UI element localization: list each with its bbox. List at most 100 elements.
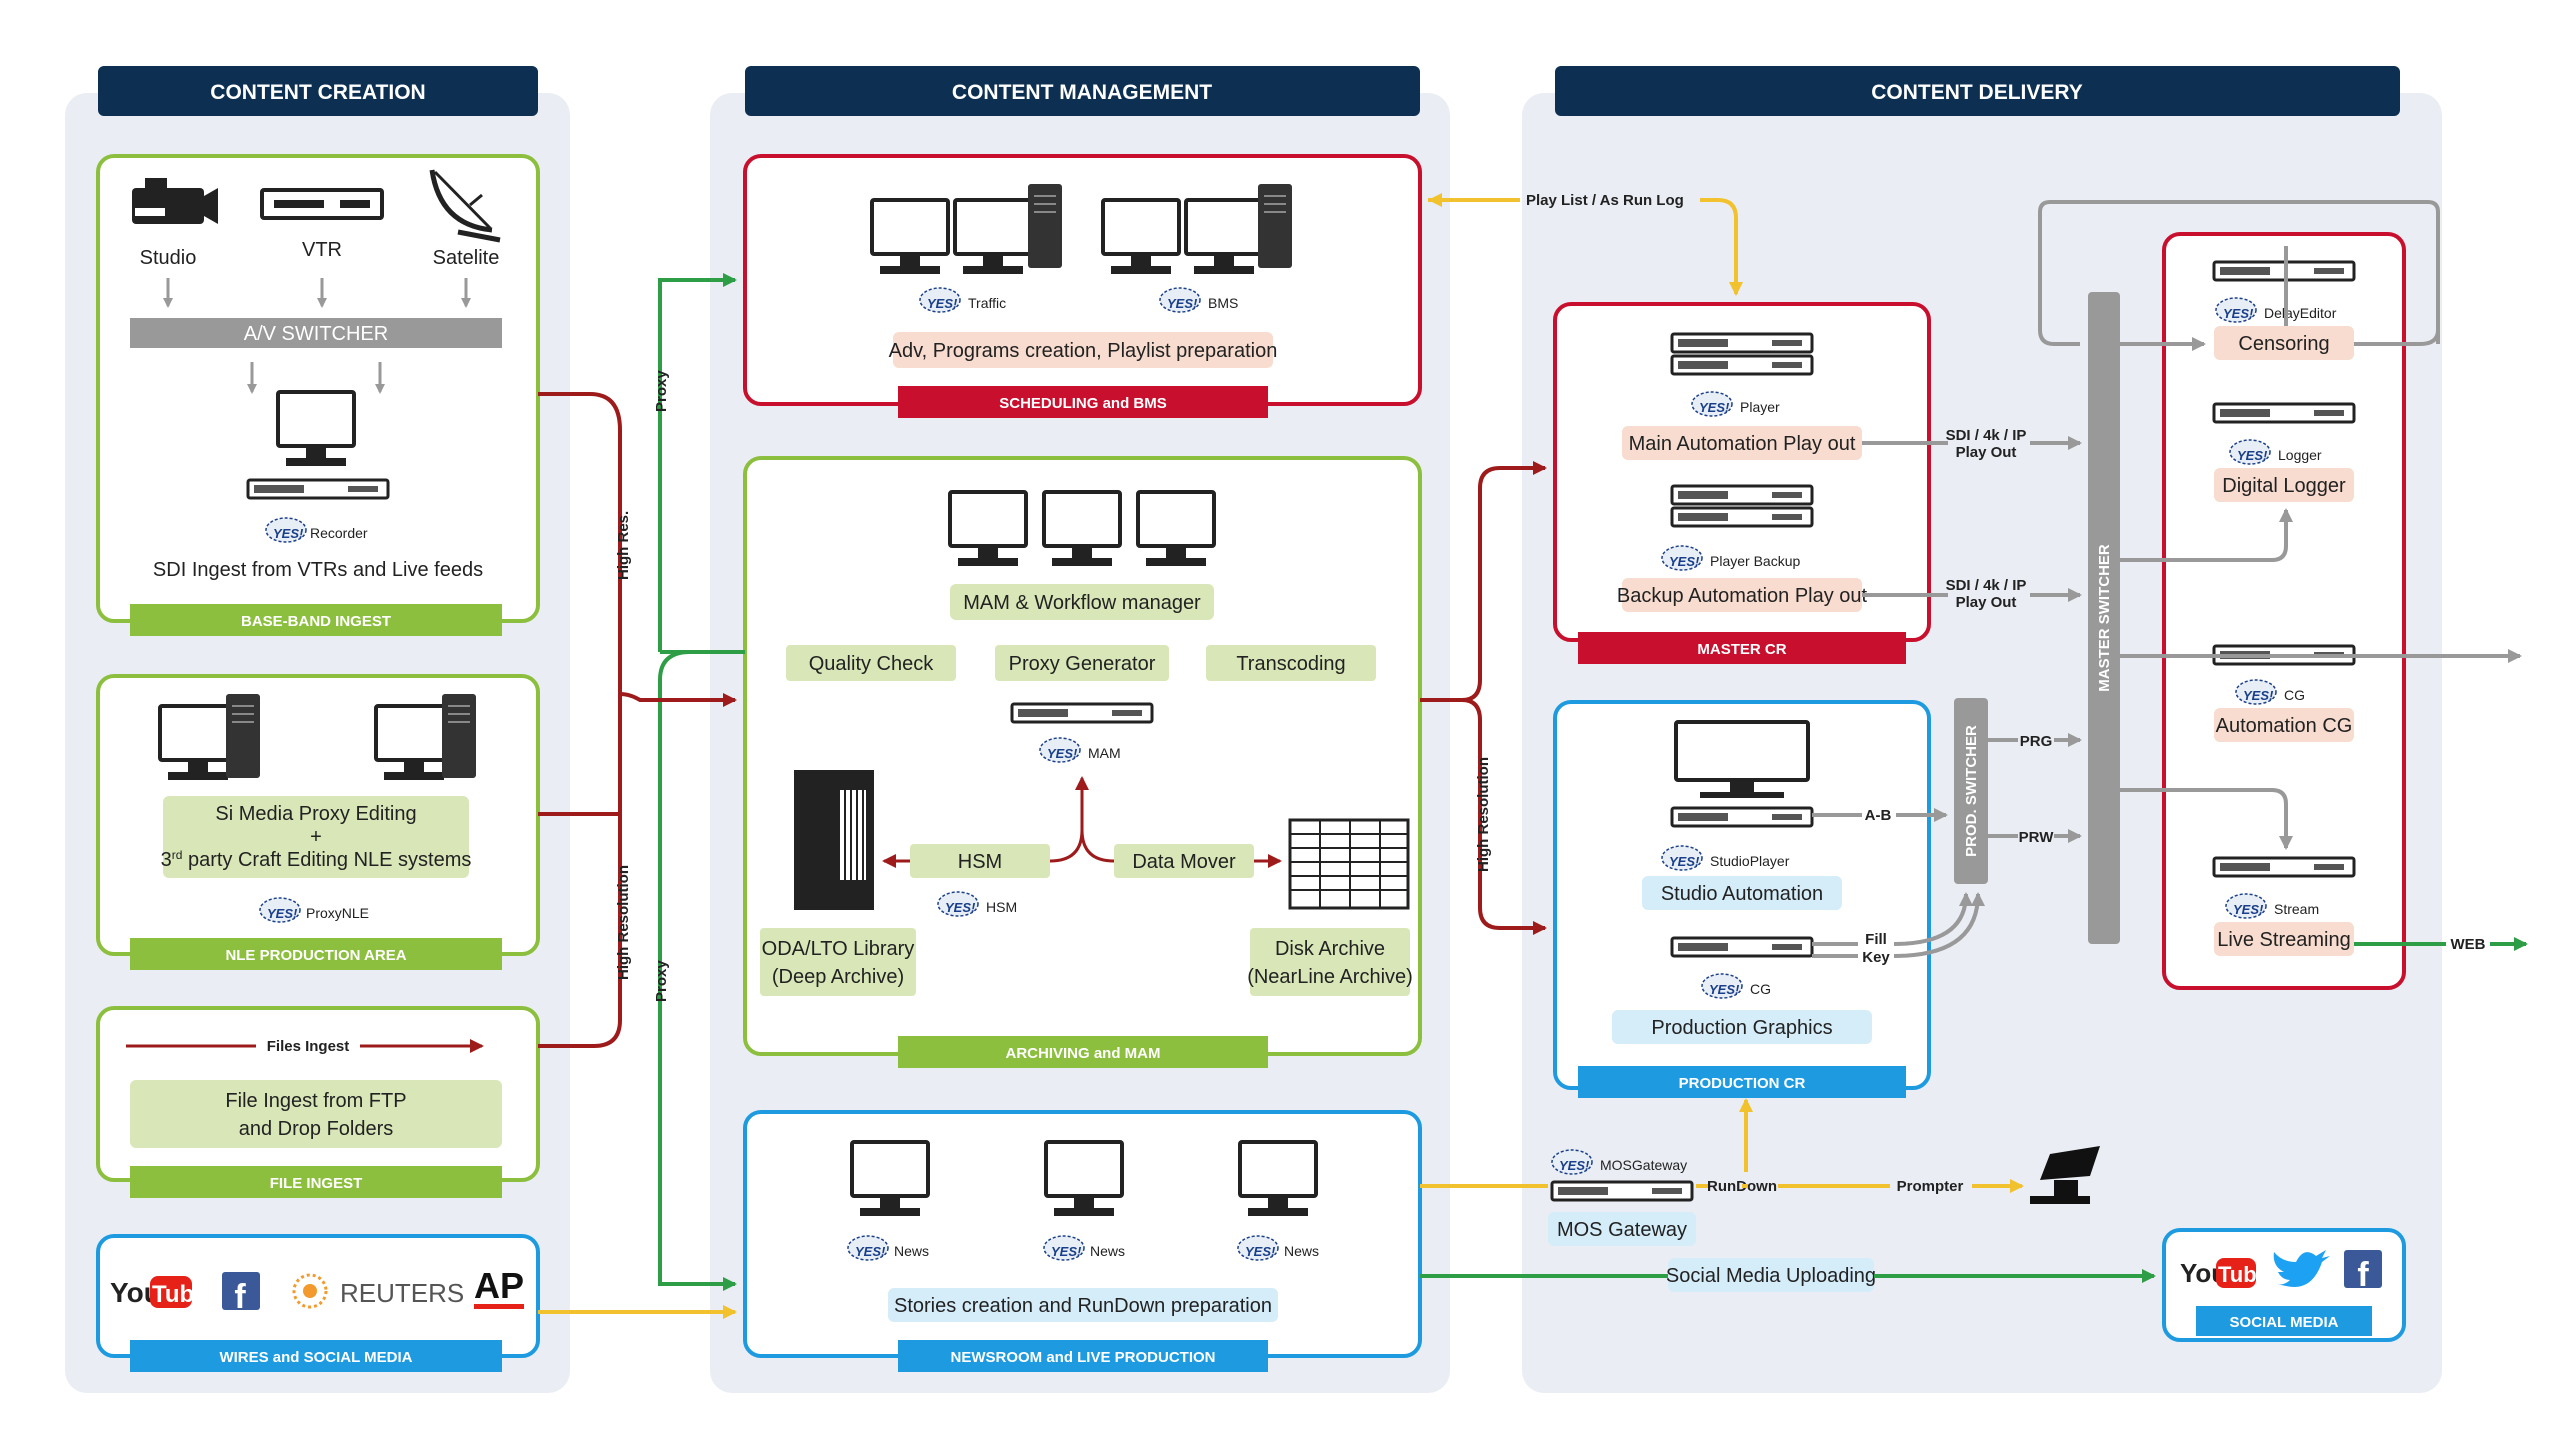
censoring-label: Censoring: [2238, 333, 2329, 355]
yes-badge: YES!: [1709, 982, 1740, 997]
satellite-icon: [429, 169, 501, 243]
prw-label: PRW: [2019, 829, 2055, 846]
stream-product-label: Stream: [2274, 901, 2319, 917]
archiving-to-production-cr-arrow: [1461, 698, 1547, 935]
transcoding-label: Transcoding: [1236, 653, 1345, 675]
master-to-stream-arrow: [2120, 788, 2293, 850]
studio-automation-box: [1642, 876, 1842, 910]
file-ingest-footer: [130, 1166, 502, 1198]
workflow-manager-label: MAM & Workflow manager: [963, 592, 1201, 614]
baseband-footer-label: BASE-BAND INGEST: [241, 613, 391, 630]
backup-automation-label: Backup Automation Play out: [1617, 585, 1868, 607]
player-backup-server-icon: [1670, 506, 1814, 528]
high-res-to-archiving-arrow: [619, 692, 737, 707]
social-youtube-icon: [2216, 1258, 2256, 1288]
high-resolution-label-left: High Resolution: [615, 865, 632, 980]
scheduling-description-box: [893, 332, 1273, 368]
av-switcher-label: A/V SWITCHER: [244, 323, 388, 345]
archiving-footer-label: ARCHIVING and MAM: [1006, 1045, 1161, 1062]
yes-badge: YES!: [267, 906, 298, 921]
source-satelite-label: Satelite: [433, 247, 500, 269]
youtube-logo-tube: Tube: [152, 1281, 208, 1308]
transcoding-box: [1206, 645, 1376, 681]
nle-plus: +: [310, 826, 322, 848]
studio-player-product-label: StudioPlayer: [1710, 853, 1790, 869]
vtr-icon: [260, 188, 384, 220]
prg-label: PRG: [2020, 733, 2053, 750]
automation-cg-box: [2214, 708, 2354, 742]
playlist-to-master-cr-arrow: [1700, 198, 1743, 296]
wires-footer-label: WIRES and SOCIAL MEDIA: [219, 1349, 412, 1366]
censoring-return-line: [2354, 329, 2440, 346]
oda-line2: (Deep Archive): [772, 966, 904, 988]
master-cr-footer-label: MASTER CR: [1697, 641, 1786, 658]
baseband-description: SDI Ingest from VTRs and Live feeds: [153, 559, 483, 581]
player-product-label: Player: [1740, 399, 1780, 415]
ap-logo-text: AP: [474, 1265, 524, 1306]
sdi-backup-line2: Play Out: [1956, 594, 2017, 611]
data-mover-box: [1114, 844, 1254, 878]
disk-line2: (NearLine Archive): [1247, 966, 1413, 988]
recorder-server-icon: [246, 478, 390, 500]
proxy-to-newsroom-arrow: [658, 650, 745, 1291]
yes-badge: YES!: [1167, 296, 1198, 311]
main-automation-label: Main Automation Play out: [1629, 433, 1856, 455]
yes-badge: YES!: [2243, 688, 2274, 703]
sdi-main-line2: Play Out: [1956, 444, 2017, 461]
mos-product-label: MOSGateway: [1600, 1157, 1687, 1173]
proxy-to-scheduling-arrow: [658, 273, 737, 652]
cg-server-icon: [1670, 936, 1814, 958]
proxy-label-top: Proxy: [653, 370, 670, 412]
digital-logger-box: [2214, 468, 2354, 502]
automation-cg-product-label: CG: [2284, 687, 2305, 703]
player-server-icon: [1670, 354, 1814, 376]
newsroom-description-box: [888, 1288, 1278, 1322]
ab-label: A-B: [1865, 807, 1892, 824]
disk-archive-box: [1250, 928, 1410, 996]
nle-line1: Si Media Proxy Editing: [215, 803, 416, 825]
mos-gateway-label: MOS Gateway: [1557, 1219, 1687, 1241]
file-ingest-line2: and Drop Folders: [239, 1118, 394, 1140]
player-backup-server-icon: [1670, 484, 1814, 506]
creation-header: [98, 66, 538, 116]
file-ingest-line1: File Ingest from FTP: [225, 1090, 406, 1112]
studio-monitor-icon: [1674, 720, 1810, 798]
wires-footer: [130, 1340, 502, 1372]
stream-server-icon: [2212, 856, 2356, 878]
censoring-loop-line: [2038, 200, 2440, 346]
studio-player-server-icon: [1670, 806, 1814, 828]
yes-badge: YES!: [1245, 1244, 1276, 1259]
live-streaming-box: [2214, 922, 2354, 956]
scheduling-description: Adv, Programs creation, Playlist prepara…: [889, 340, 1278, 362]
facebook-logo-letter: f: [234, 1278, 246, 1316]
archiving-footer: [898, 1036, 1268, 1068]
facebook-logo-icon: [222, 1272, 260, 1310]
file-ingest-description-box: [130, 1080, 502, 1148]
news-product-label: News: [1284, 1243, 1319, 1259]
newsroom-footer-label: NEWSROOM and LIVE PRODUCTION: [950, 1349, 1215, 1366]
yes-badge: YES!: [1669, 854, 1700, 869]
player-server-icon: [1670, 332, 1814, 354]
prompter-label: Prompter: [1897, 1178, 1964, 1195]
av-switcher: [130, 318, 502, 348]
production-graphics-box: [1612, 1010, 1872, 1044]
scheduling-footer-label: SCHEDULING and BMS: [999, 395, 1167, 412]
live-streaming-label: Live Streaming: [2217, 929, 2350, 951]
delay-editor-product-label: DelayEditor: [2264, 305, 2337, 321]
data-mover-label: Data Mover: [1132, 851, 1236, 873]
main-automation-box: [1622, 426, 1862, 460]
proxy-generator-box: [995, 645, 1169, 681]
traffic-tower-icon: [1027, 183, 1063, 269]
mam-product-label: MAM: [1088, 745, 1121, 761]
files-ingest-label: Files Ingest: [267, 1038, 350, 1055]
social-upload-label: Social Media Uploading: [1666, 1265, 1876, 1287]
yes-badge: YES!: [1559, 1158, 1590, 1173]
logger-server-icon: [2212, 402, 2356, 424]
disk-line1: Disk Archive: [1275, 938, 1385, 960]
cg-product-label: CG: [1750, 981, 1771, 997]
mam-server-icon: [1010, 702, 1154, 724]
master-switcher-label: MASTER SWITCHER: [2096, 544, 2113, 692]
master-switcher: [2088, 292, 2120, 944]
oda-box: [760, 928, 916, 996]
sdi-main-line1: SDI / 4k / IP: [1946, 427, 2027, 444]
